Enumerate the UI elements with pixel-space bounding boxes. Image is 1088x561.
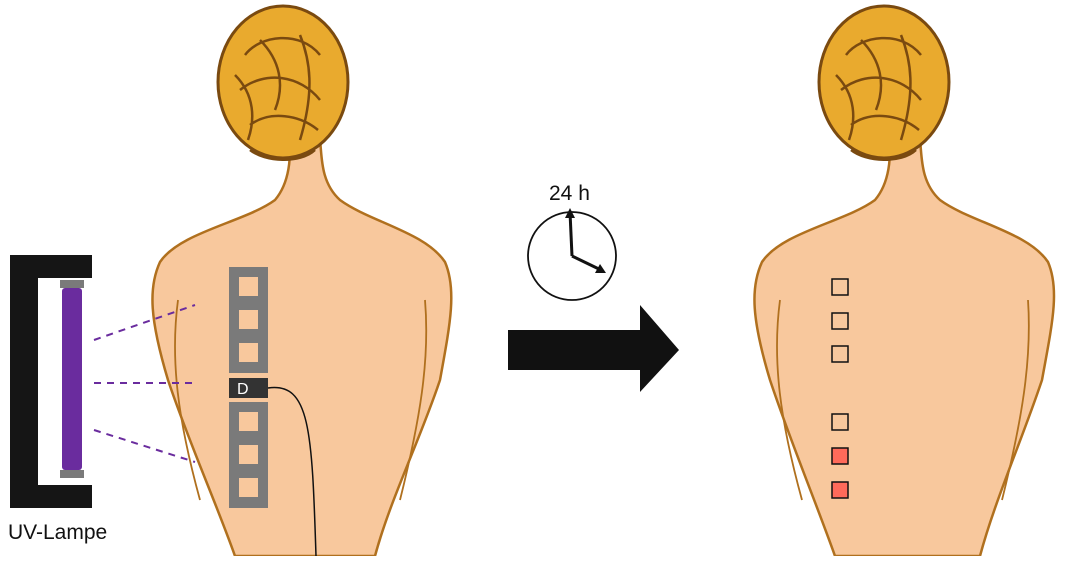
timer-clock: 24 h <box>528 182 616 300</box>
patch-strip-lower <box>229 402 268 508</box>
person-back-left <box>152 6 451 556</box>
hair-bun-right <box>819 6 949 160</box>
uv-lamp <box>10 255 92 508</box>
hair-bun-left <box>218 6 348 160</box>
result-field-5 <box>832 448 848 464</box>
person-back-right <box>754 6 1054 556</box>
result-field-1 <box>832 279 848 295</box>
result-field-6 <box>832 482 848 498</box>
uv-lamp-label: UV-Lampe <box>8 521 107 545</box>
arrow-icon <box>508 305 679 392</box>
uv-tube <box>62 288 82 470</box>
patch-dark-field: D <box>229 378 268 398</box>
timer-label: 24 h <box>549 182 590 205</box>
result-field-3 <box>832 346 848 362</box>
result-field-2 <box>832 313 848 329</box>
patch-strip-upper <box>229 267 268 373</box>
result-field-4 <box>832 414 848 430</box>
back-silhouette-left <box>152 140 451 556</box>
patch-label: D <box>237 381 249 398</box>
